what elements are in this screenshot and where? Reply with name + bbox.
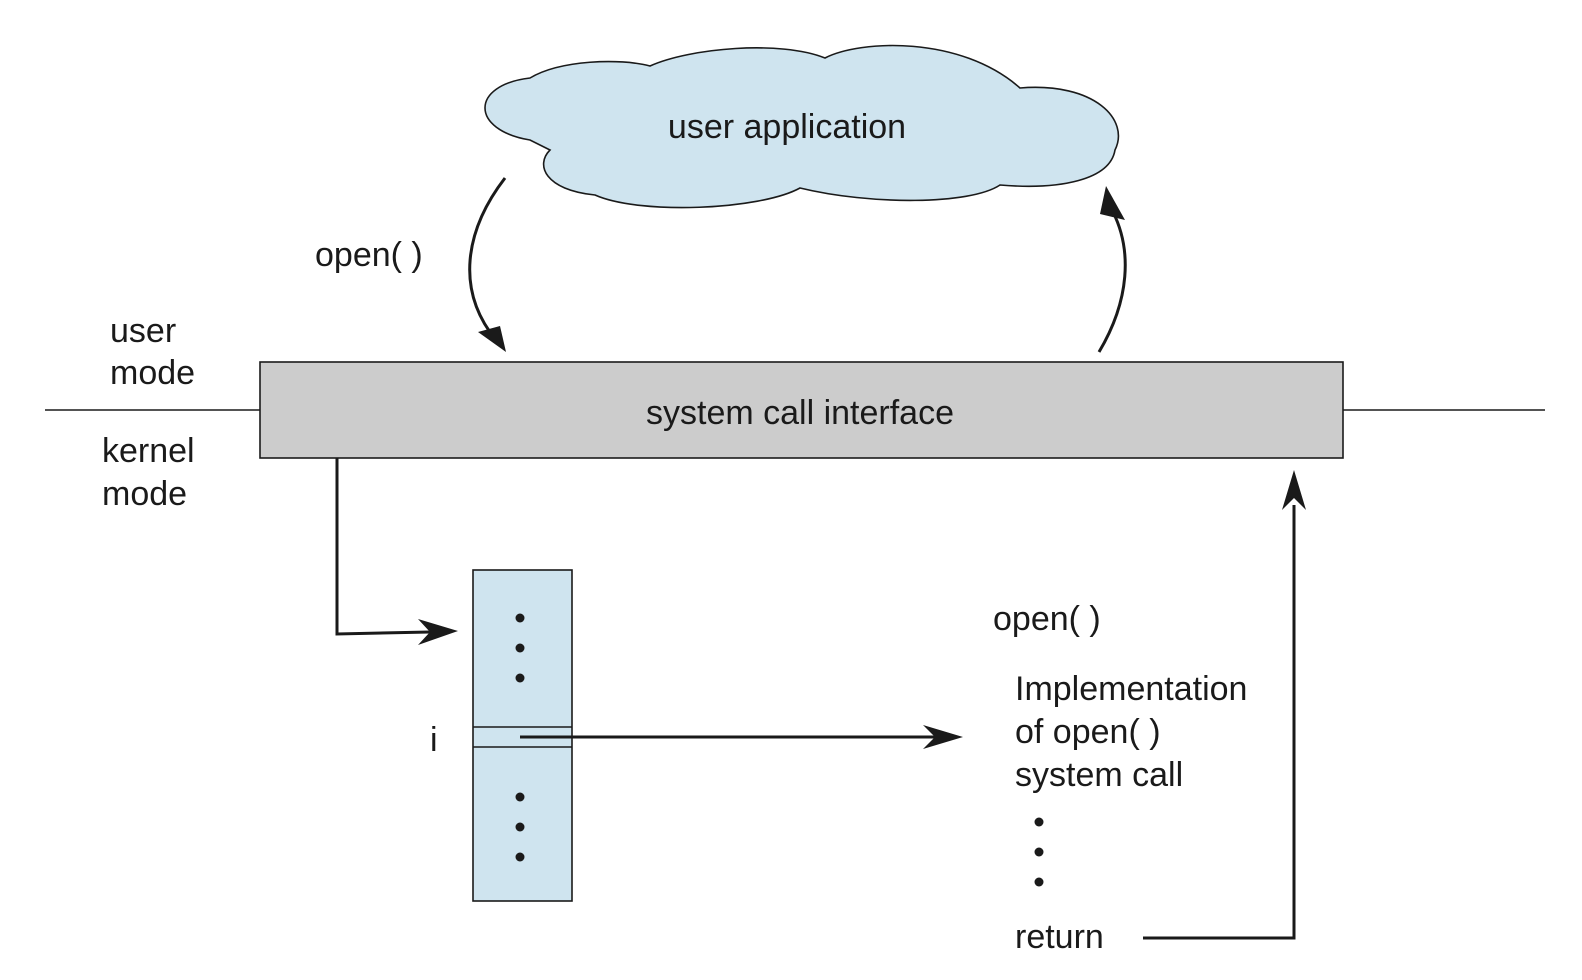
system-call-interface-label: system call interface [646, 394, 954, 432]
open-call-arrow [468, 177, 507, 341]
implementation-dot [1034, 817, 1044, 827]
kernel-mode-line-2: mode [102, 475, 187, 513]
dispatch-arrowhead [418, 619, 458, 645]
open-call-label: open( ) [315, 236, 423, 274]
table-dot [515, 673, 525, 683]
open-call-arrowhead [478, 326, 506, 352]
table-dot [515, 613, 525, 623]
lookup-arrowhead [923, 725, 963, 749]
return-to-app-arrow [1097, 211, 1127, 353]
implementation-dot [1034, 847, 1044, 857]
implementation-description: Implementation of open( ) system call [1015, 670, 1257, 794]
user-mode-label: user mode [110, 312, 195, 392]
table-dot [515, 852, 525, 862]
dispatch-arrow [335, 458, 431, 636]
user-mode-line-2: mode [110, 354, 195, 392]
system-call-interface-box [259, 361, 1344, 459]
kernel-mode-line-1: kernel [102, 432, 195, 470]
implementation-line-2: of open( ) [1015, 713, 1161, 751]
return-to-app-arrowhead [1100, 186, 1125, 220]
implementation-line-3: system call [1015, 756, 1183, 794]
return-to-interface-arrow [1143, 505, 1296, 940]
user-mode-line-1: user [110, 312, 176, 350]
implementation-dot [1034, 877, 1044, 887]
table-dot [515, 822, 525, 832]
return-label: return [1015, 918, 1104, 956]
implementation-line-1: Implementation [1015, 670, 1247, 708]
table-index-label: i [430, 721, 438, 759]
user-application-label: user application [668, 108, 906, 146]
kernel-mode-label: kernel mode [102, 432, 204, 513]
implementation-title: open( ) [993, 600, 1101, 638]
table-dot [515, 643, 525, 653]
user-application-cloud [484, 44, 1120, 209]
return-to-interface-arrowhead [1282, 470, 1306, 510]
table-dot [515, 792, 525, 802]
